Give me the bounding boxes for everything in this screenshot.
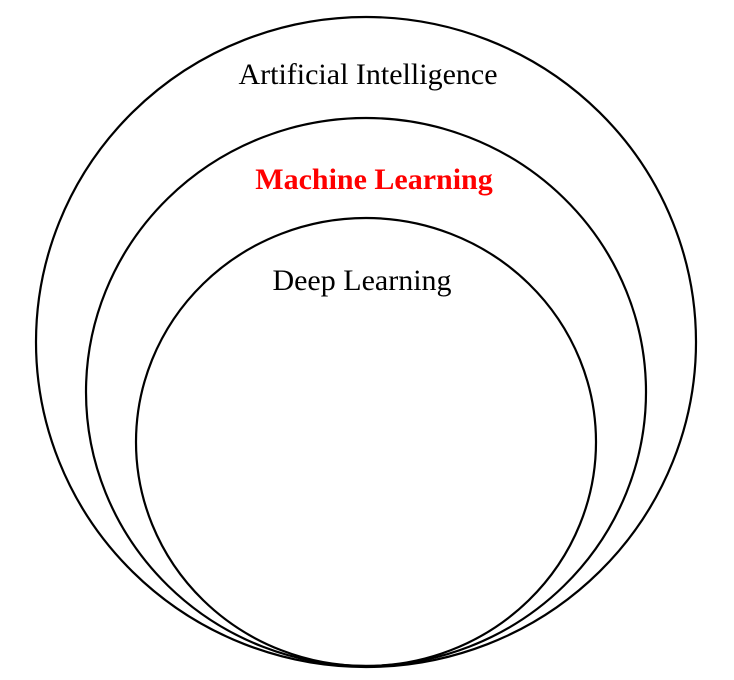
deep-learning-circle [134, 216, 598, 668]
artificial-intelligence-circle [34, 15, 698, 669]
artificial-intelligence-label: Artificial Intelligence [238, 58, 497, 91]
machine-learning-circle [84, 116, 648, 668]
deep-learning-label: Deep Learning [272, 264, 451, 297]
machine-learning-label: Machine Learning [255, 163, 493, 196]
